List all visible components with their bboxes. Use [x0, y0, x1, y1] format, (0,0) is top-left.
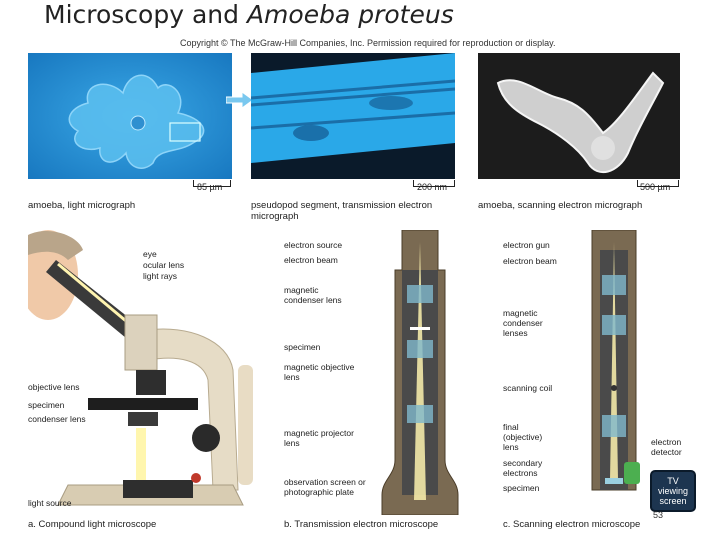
label-specimen: specimen — [503, 483, 540, 493]
label-scanning-coil: scanning coil — [503, 383, 553, 393]
scale-bar — [413, 180, 455, 187]
tv-viewing-screen: TV viewing screen — [650, 470, 696, 512]
label-magnetic-condenser-lenses: magnetic condenser lenses — [503, 308, 543, 338]
micrograph-caption: amoeba, light micrograph — [28, 200, 136, 211]
amoeba-sem-micrograph — [478, 53, 680, 179]
label-objective-lens: objective lens — [28, 382, 80, 392]
tem-column-illustration — [381, 230, 459, 515]
label-final-objective-lens: final (objective) lens — [503, 422, 543, 452]
slide-title: Microscopy and Amoeba proteus — [44, 0, 454, 29]
label-eye: eye — [143, 249, 157, 259]
label-magnetic-projector-lens: magnetic projector lens — [284, 428, 354, 448]
pseudopod-tem-micrograph — [251, 53, 455, 179]
label-magnetic-objective-lens: magnetic objective lens — [284, 362, 355, 382]
light-microscope-illustration — [28, 230, 253, 506]
detector-icon — [624, 462, 640, 484]
label-electron-source: electron source — [284, 240, 343, 250]
label-specimen: specimen — [284, 342, 321, 352]
label-light-rays: light rays — [143, 271, 178, 281]
label-observation-screen: observation screen or photographic plate — [284, 477, 366, 497]
scale-bar — [637, 180, 679, 187]
scale-label: 500 µm — [640, 182, 671, 192]
page-number: 53 — [653, 510, 664, 520]
scale-label: 200 nm — [417, 182, 448, 192]
label-electron-gun: electron gun — [503, 240, 550, 250]
label-specimen: specimen — [28, 400, 65, 410]
micrograph-caption: amoeba, scanning electron micrograph — [478, 200, 643, 211]
scale-label: 85 µm — [197, 182, 223, 192]
zoom-arrow-icon — [226, 91, 254, 109]
label-ocular-lens: ocular lens — [143, 260, 185, 270]
panel-caption: a. Compound light microscope — [28, 519, 157, 530]
label-condenser-lens: condenser lens — [28, 414, 86, 424]
micrograph-caption: pseudopod segment, transmission electron… — [251, 200, 433, 222]
label-magnetic-condenser-lens: magnetic condenser lens — [284, 285, 342, 305]
tv-screen-label: TV viewing screen — [657, 476, 688, 506]
panel-caption: b. Transmission electron microscope — [284, 519, 439, 530]
label-secondary-electrons: secondary electrons — [503, 458, 543, 478]
label-light-source: light source — [28, 498, 72, 508]
label-electron-beam: electron beam — [284, 255, 338, 265]
label-electron-detector: electron detector — [651, 437, 682, 457]
scale-bar — [193, 180, 231, 187]
sem-column-illustration — [591, 230, 637, 491]
copyright-notice: Copyright © The McGraw-Hill Companies, I… — [180, 38, 556, 48]
panel-caption: c. Scanning electron microscope — [503, 519, 641, 530]
amoeba-light-micrograph — [28, 53, 232, 179]
label-electron-beam: electron beam — [503, 256, 557, 266]
